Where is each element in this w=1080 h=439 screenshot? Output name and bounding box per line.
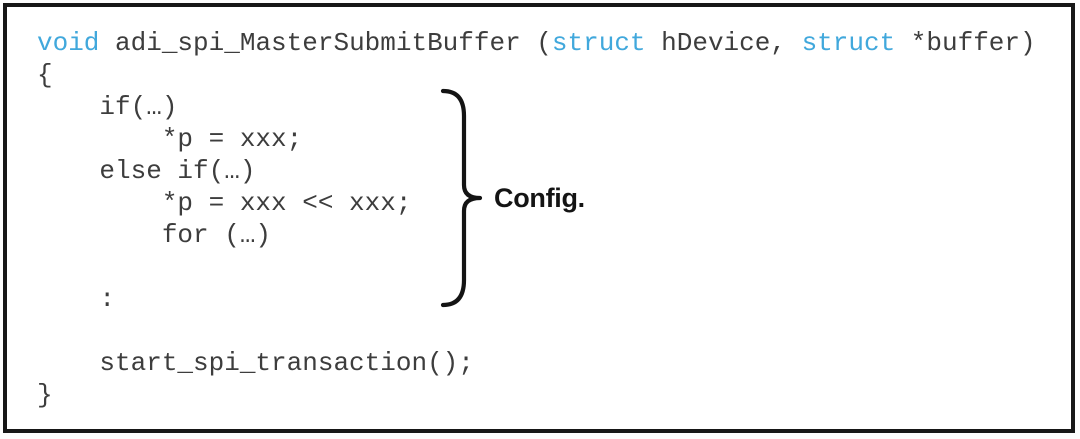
- code-text: *p = xxx;: [37, 124, 303, 154]
- code-line: else if(…): [37, 155, 1036, 187]
- code-line: for (…): [37, 219, 1036, 251]
- code-text: *p = xxx << xxx;: [37, 188, 412, 218]
- code-keyword: struct: [801, 28, 896, 58]
- code-block: void adi_spi_MasterSubmitBuffer (struct …: [37, 27, 1036, 411]
- code-text: if(…): [37, 92, 178, 122]
- code-text: else if(…): [37, 156, 256, 186]
- code-line: *p = xxx << xxx;: [37, 187, 1036, 219]
- code-text: }: [37, 380, 53, 410]
- code-line: start_spi_transaction();: [37, 347, 1036, 379]
- config-group-brace: [440, 88, 483, 308]
- code-text: *buffer): [895, 28, 1036, 58]
- code-line: }: [37, 379, 1036, 411]
- code-line: if(…): [37, 91, 1036, 123]
- code-keyword: struct: [551, 28, 646, 58]
- curly-brace-path: [440, 88, 483, 308]
- code-line: [37, 251, 1036, 283]
- config-label: Config.: [494, 183, 585, 213]
- code-text: for (…): [37, 220, 272, 250]
- code-line: void adi_spi_MasterSubmitBuffer (struct …: [37, 27, 1036, 59]
- code-text: :: [37, 284, 116, 314]
- code-figure-frame: void adi_spi_MasterSubmitBuffer (struct …: [3, 3, 1075, 433]
- code-text: start_spi_transaction();: [37, 348, 474, 378]
- code-line: *p = xxx;: [37, 123, 1036, 155]
- code-text: hDevice,: [645, 28, 802, 58]
- code-text: adi_spi_MasterSubmitBuffer (: [99, 28, 552, 58]
- code-line: {: [37, 59, 1036, 91]
- code-line: :: [37, 283, 1036, 315]
- code-keyword: void: [37, 28, 100, 58]
- code-text: {: [37, 60, 53, 90]
- code-line: [37, 315, 1036, 347]
